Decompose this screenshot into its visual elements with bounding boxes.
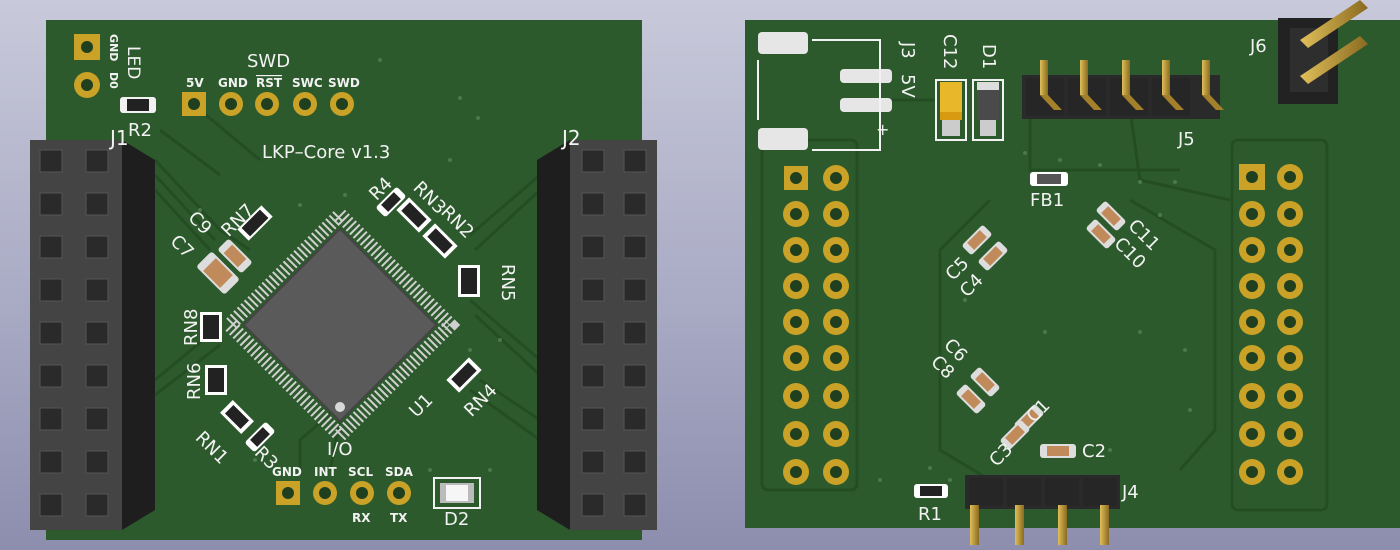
resistor-r2: R2 — [120, 97, 156, 141]
connector-j3: J3 5V + — [757, 32, 918, 151]
led-pin-label-gnd: GND — [107, 34, 120, 61]
header-j2: J2 — [537, 126, 657, 530]
swd-label: SWD — [247, 51, 290, 72]
j3-label-plus: + — [876, 120, 889, 139]
board-title: LKP–Core v1.3 — [262, 142, 390, 163]
right-board: J3 5V + C12 D1 — [745, 0, 1400, 545]
right-vias — [878, 151, 1192, 482]
header-j2-shroud — [537, 140, 570, 530]
header-j1-shroud — [122, 140, 155, 530]
io-pin-label-gnd: GND — [272, 465, 302, 479]
io-sub-label-tx: TX — [390, 511, 408, 525]
connector-j6: J6 — [1249, 0, 1368, 104]
right-traces — [760, 90, 1329, 512]
ref-r2: R2 — [128, 120, 152, 141]
io-pin-label-scl: SCL — [348, 465, 373, 479]
j3-label-5v: 5V — [897, 74, 918, 98]
resistor-network-rn4: RN6 — [184, 363, 227, 400]
left-board: J1 J2 GND D0 — [30, 20, 657, 540]
connector-j5: J5 — [1022, 60, 1224, 150]
left-vias — [198, 58, 502, 472]
swd-pin-label-5v: 5V — [186, 76, 204, 90]
ref-rn5: RN5 — [497, 264, 518, 301]
ref-r1: R1 — [918, 504, 942, 525]
ref-rn8: RN8 — [181, 309, 202, 346]
ref-j4: J4 — [1121, 482, 1139, 503]
swd-pin-label-gnd: GND — [218, 76, 248, 90]
ref-j1: J1 — [108, 126, 129, 150]
resistor-r1: R1 — [914, 484, 948, 525]
resistor-network-rn2: RN2 — [422, 202, 478, 259]
swd-pin-label-swd: SWD — [328, 76, 360, 90]
io-label: I/O — [327, 439, 353, 460]
io-pin-label-int: INT — [314, 465, 338, 479]
right-header-right-pads — [1239, 164, 1303, 485]
header-j1: J1 — [30, 126, 155, 530]
io-sub-label-rx: RX — [352, 511, 371, 525]
ferrite-fb1: FB1 — [1030, 172, 1068, 211]
capacitor-c2: C2 — [1040, 441, 1106, 462]
ref-j2: J2 — [560, 126, 581, 150]
resistor-network-rn5: RN5 — [458, 264, 518, 301]
swd-pin-label-rst: RST — [256, 76, 283, 90]
led-connector: GND D0 LED — [74, 34, 143, 98]
header-j1-pins — [39, 149, 109, 517]
led-label: LED — [123, 46, 143, 79]
resistor-network-rn8: RN8 — [181, 309, 222, 346]
connector-j4: J4 — [965, 475, 1139, 545]
ref-j3: J3 — [897, 41, 918, 59]
ref-d2: D2 — [444, 509, 469, 530]
mcu-u1: U1 — [219, 204, 461, 446]
ref-d1: D1 — [978, 44, 999, 69]
capacitor-c12: C12 — [935, 34, 967, 141]
led-d2: D2 — [433, 477, 481, 530]
ref-j5: J5 — [1177, 129, 1195, 150]
ref-fb1: FB1 — [1030, 190, 1064, 211]
header-j2-pins — [581, 149, 647, 517]
right-header-left-pads — [783, 165, 849, 485]
io-connector: I/O GND INT SCL SDA RX TX — [272, 439, 414, 525]
ref-c2: C2 — [1082, 441, 1106, 462]
left-traces — [153, 108, 542, 471]
led-pin-label-d0: D0 — [107, 72, 120, 89]
io-pin-label-sda: SDA — [385, 465, 414, 479]
ref-rn4: RN6 — [184, 363, 205, 400]
swd-connector: SWD 5V GND RST SWC SWD — [182, 51, 360, 116]
ref-c12: C12 — [939, 34, 960, 69]
diode-d1: D1 — [972, 44, 1004, 141]
ref-j6: J6 — [1249, 36, 1267, 57]
swd-pin-label-swc: SWC — [292, 76, 323, 90]
